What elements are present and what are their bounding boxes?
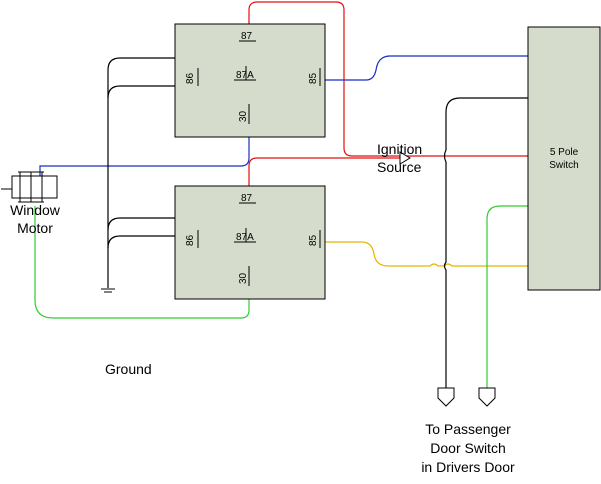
relay-top-pin-85: 85 — [308, 72, 319, 84]
black-wire-switch-passenger — [443, 97, 528, 388]
blue-wire-85-top — [325, 55, 528, 81]
yellow-wire-85-bottom — [325, 241, 528, 267]
red-wire-87-bottom — [248, 157, 400, 186]
passenger-label-line1: To Passenger — [425, 421, 511, 437]
relay-bottom-pin-86: 86 — [185, 234, 196, 246]
five-pole-switch: 5 Pole Switch — [527, 26, 601, 291]
ignition-label-line2: Source — [377, 159, 422, 175]
relay-top: 87 86 87A 85 30 — [174, 23, 326, 138]
relay-top-pin-30: 30 — [238, 110, 249, 122]
blue-wire-30-top — [39, 137, 250, 176]
relay-bottom-pin-87a: 87A — [236, 232, 254, 243]
black-wire-87a-top — [107, 85, 240, 99]
relay-top-pin-87: 87 — [241, 31, 253, 42]
green-wire-switch-passenger — [486, 205, 528, 388]
green-wire-motor-30 — [34, 206, 250, 319]
motor-label-line1: Window — [10, 202, 61, 218]
relay-bottom-pin-30: 30 — [238, 272, 249, 284]
black-wire-86-bottom — [107, 217, 175, 231]
relay-top-pin-86: 86 — [185, 72, 196, 84]
motor-label-line2: Motor — [17, 220, 53, 236]
passenger-terminal-icon-2 — [478, 387, 496, 407]
red-wire-87-top — [248, 1, 528, 157]
ignition-label-line1: Ignition — [377, 141, 422, 157]
switch-label-line1: 5 Pole — [550, 147, 579, 158]
relay-bottom: 87 86 87A 85 30 — [174, 185, 326, 300]
ground-label: Ground — [105, 361, 152, 377]
ground-icon — [101, 288, 115, 293]
black-wire-86-top-a — [107, 57, 175, 288]
passenger-terminal-icon-1 — [437, 387, 455, 407]
switch-label-line2: Switch — [549, 160, 578, 171]
relay-bottom-pin-85: 85 — [308, 234, 319, 246]
passenger-label-line3: in Drivers Door — [421, 459, 515, 475]
ignition-arrow-icon — [399, 151, 411, 165]
relay-bottom-pin-87: 87 — [241, 193, 253, 204]
passenger-label-line2: Door Switch — [430, 440, 505, 456]
window-motor: Window Motor — [10, 171, 61, 236]
relay-top-pin-87a: 87A — [236, 70, 254, 81]
